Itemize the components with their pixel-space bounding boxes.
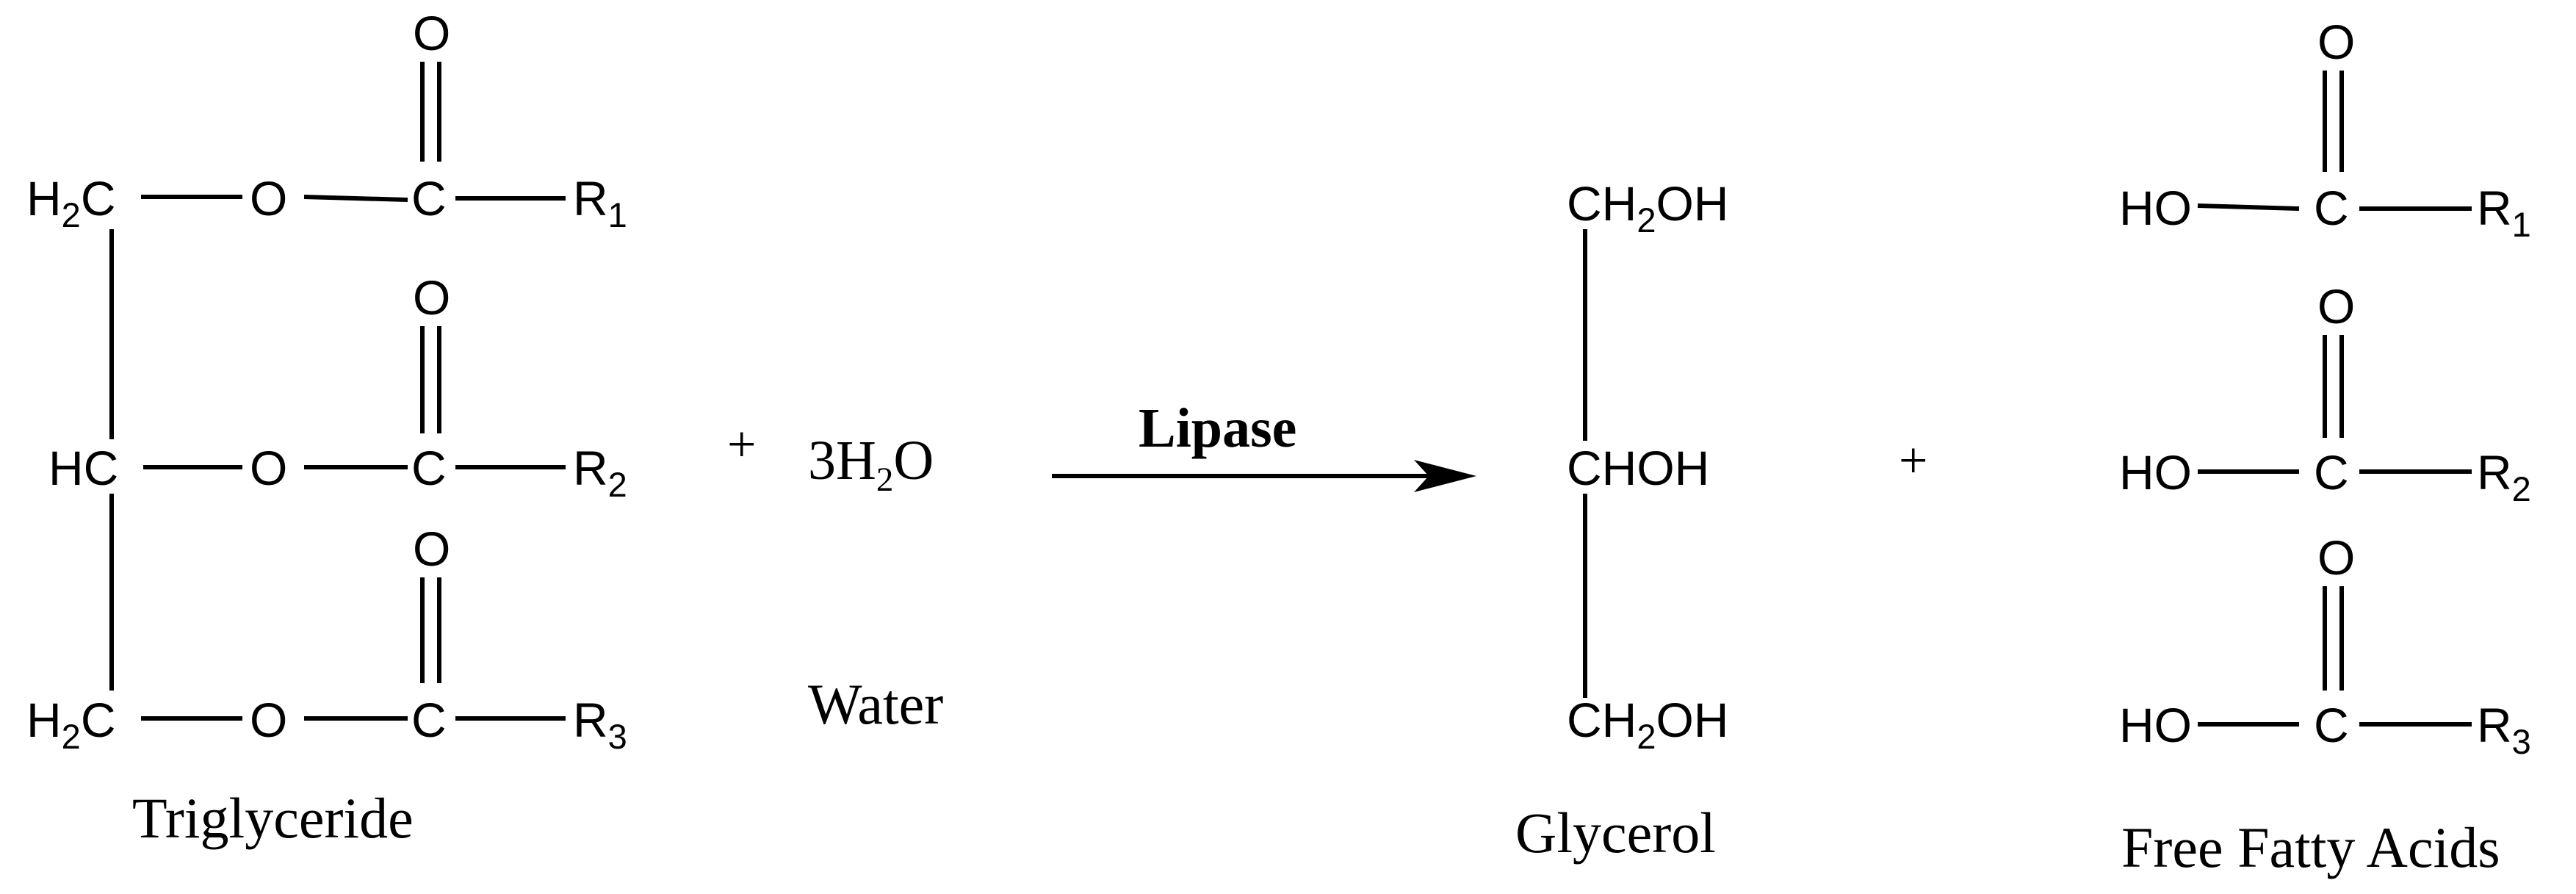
r-group-row1: R1 [573, 171, 627, 234]
fatty-acids-caption: Free Fatty Acids [2121, 815, 2500, 879]
bond-ho-c-acid1 [2197, 203, 2300, 211]
carbonyl-oxygen-acid1: O [2317, 15, 2355, 69]
hydroxyl-acid1: HO [2119, 181, 2192, 235]
carbonyl-oxygen-acid2: O [2317, 279, 2355, 334]
carbonyl-carbon-row3: C [411, 693, 447, 747]
lipase-label: Lipase [1139, 397, 1296, 459]
glycerol-chohh-middle: CHOH [1567, 441, 1709, 495]
carbon-acid3: C [2314, 698, 2349, 752]
carbon-acid2: C [2314, 445, 2349, 500]
hydroxyl-acid2: HO [2119, 445, 2192, 500]
water-caption: Water [808, 672, 943, 736]
reaction-arrow-head [1414, 460, 1476, 492]
fatty-acids-structure: HO C O R1 HO C O R2 HO C O R3 [2119, 15, 2531, 761]
triglyceride-caption: Triglyceride [132, 786, 414, 850]
r-group-row2: R2 [573, 441, 627, 504]
hydroxyl-acid3: HO [2119, 698, 2192, 752]
carbon-acid1: C [2314, 181, 2349, 235]
carbonyl-oxygen-acid3: O [2317, 530, 2355, 585]
carbonyl-oxygen-row3: O [413, 522, 450, 576]
carbonyl-carbon-row1: C [411, 171, 447, 226]
triglyceride-structure: H2C HC H2C O C O R1 O C O R2 O C O [26, 6, 627, 756]
r-group-row3: R3 [573, 693, 627, 756]
r-group-acid2: R2 [2477, 445, 2531, 508]
plus-sign-2: + [1899, 433, 1927, 489]
backbone-ch-middle: HC [48, 441, 118, 495]
reaction-arrow [1052, 460, 1476, 492]
glycerol-ch2oh-bottom: CH2OH [1567, 693, 1728, 756]
carbonyl-oxygen-row1: O [413, 6, 450, 60]
carbonyl-carbon-row2: C [411, 441, 447, 495]
water-formula: 3H2O [808, 430, 934, 499]
glycerol-structure: CH2OH CHOH CH2OH [1567, 176, 1728, 756]
ester-oxygen-row2: O [250, 441, 287, 495]
backbone-ch2-bottom: H2C [26, 693, 115, 756]
bond-o-c-row1 [303, 195, 408, 202]
glycerol-caption: Glycerol [1515, 801, 1716, 865]
ester-oxygen-row1: O [250, 171, 287, 226]
glycerol-ch2oh-top: CH2OH [1567, 176, 1728, 239]
carbonyl-oxygen-row2: O [413, 270, 450, 325]
backbone-ch2-top: H2C [26, 171, 115, 234]
plus-sign-1: + [727, 417, 756, 473]
r-group-acid1: R1 [2477, 181, 2531, 244]
r-group-acid3: R3 [2477, 698, 2531, 761]
ester-oxygen-row3: O [250, 693, 287, 747]
